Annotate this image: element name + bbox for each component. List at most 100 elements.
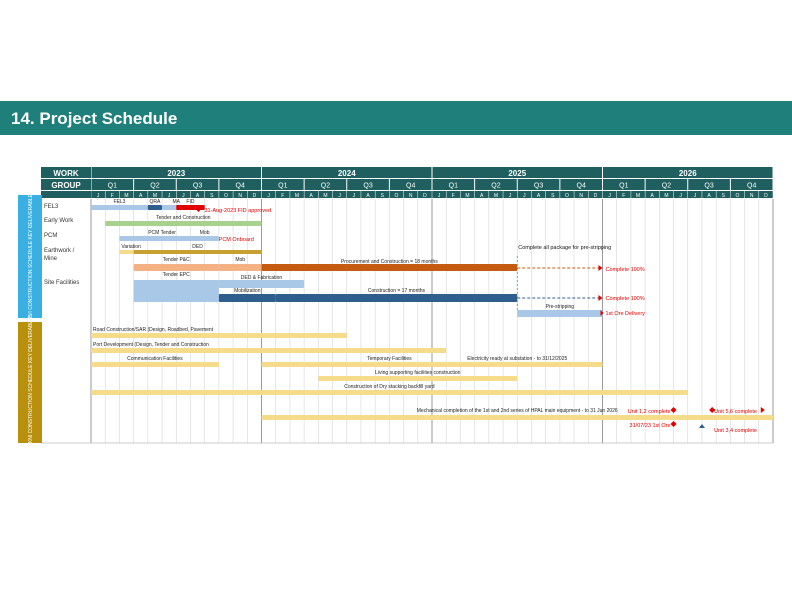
month-header-cell [219, 191, 233, 198]
quarter-header-label: Q1 [619, 183, 628, 190]
gantt-bar-label: DED [192, 244, 203, 250]
month-header-label: F [452, 193, 455, 199]
milestone-diamond-icon [670, 407, 677, 413]
quarter-header-label: Q4 [577, 183, 586, 190]
quarter-header-label: Q3 [193, 183, 202, 190]
month-header-label: M [323, 193, 327, 199]
month-header-label: S [722, 193, 726, 199]
row-label: Early Work [44, 218, 74, 224]
month-header-label: N [238, 193, 242, 199]
month-header-cell [716, 191, 731, 198]
gantt-bar-label: Temporary Facilities [367, 356, 412, 362]
work-header-cell [41, 167, 91, 178]
quarter-header-label: Q4 [747, 183, 756, 190]
month-header-cell [503, 191, 517, 198]
month-header-cell [204, 191, 219, 198]
month-header-label: M [494, 193, 498, 199]
quarter-header-cell [176, 179, 219, 190]
month-header-label: N [750, 193, 754, 199]
month-header-label: J [338, 193, 341, 199]
row-label: Site Facilities [44, 280, 79, 286]
quarter-header-cell [91, 179, 134, 190]
gantt-bar [218, 264, 262, 271]
gantt-bar [275, 294, 518, 302]
gantt-bar [91, 205, 148, 210]
month-header-cell [460, 191, 475, 198]
quarter-header-cell [688, 179, 730, 190]
month-header-cell [261, 191, 276, 198]
section-label-box [18, 195, 42, 318]
month-header-label: D [764, 193, 768, 199]
month-header-label: A [707, 193, 711, 199]
month-header-label: A [366, 193, 370, 199]
gantt-bar-label: Mob [200, 230, 210, 236]
milestone-annotation: 1st Ore Delivery [606, 311, 646, 317]
gantt-bar-label: Variation [121, 244, 141, 250]
milestone-diamond-icon [670, 421, 677, 427]
gantt-bar [91, 348, 447, 353]
gantt-bar [517, 310, 603, 317]
gantt-bar-label: PCM Tender [148, 230, 176, 236]
month-header-cell [133, 191, 148, 198]
month-header-cell [332, 191, 347, 198]
month-header-label: S [381, 193, 385, 199]
month-header-cell [759, 191, 773, 198]
month-header-label: M [124, 193, 128, 199]
month-header-label: O [224, 193, 228, 199]
month-header-label: D [423, 193, 427, 199]
month-header-cell [233, 191, 248, 198]
group-header-cell [41, 179, 91, 190]
quarter-header-label: Q1 [278, 183, 287, 190]
year-header-cell [91, 167, 261, 178]
gantt-bar [133, 250, 262, 254]
month-header-cell [517, 191, 532, 198]
gantt-bar [91, 390, 688, 395]
quarter-header-cell [730, 179, 773, 190]
month-header-label: S [210, 193, 214, 199]
group-header-label: GROUP [51, 181, 81, 190]
month-header-label: J [353, 193, 356, 199]
month-header-cell [304, 191, 319, 198]
milestone-annotation: 31/07/23 1st Ore [630, 423, 671, 429]
gantt-bar-label: Procurement and Construction = 18 months [341, 259, 438, 265]
month-header-label: A [480, 193, 484, 199]
quarter-header-label: Q1 [449, 183, 458, 190]
month-header-cell [659, 191, 674, 198]
section-label-box [18, 322, 42, 443]
milestone-diamond-icon [709, 407, 716, 413]
quarter-header-label: Q4 [236, 183, 245, 190]
quarter-header-label: Q3 [363, 183, 372, 190]
gantt-bar [432, 362, 603, 367]
month-header-label: A [139, 193, 143, 199]
gantt-bar [261, 264, 518, 271]
arrow-head-icon [600, 310, 604, 316]
month-header-label: A [651, 193, 655, 199]
month-header-cell [616, 191, 631, 198]
gantt-bar-label: FID [186, 199, 194, 205]
month-header-cell [418, 191, 432, 198]
month-header-cell [730, 191, 745, 198]
month-header-label: J [267, 193, 270, 199]
month-header-cell [105, 191, 120, 198]
section-label: PT KNI CONSTRUCTION SCHEDULE KEY DELIVER… [28, 314, 34, 451]
arrow-head-icon [698, 424, 705, 428]
month-header-label: M [636, 193, 640, 199]
month-header-label: J [608, 193, 611, 199]
section-label: PTVI CONSTRUCTION SCHEDULE KEY DELIVERAB… [28, 190, 34, 322]
month-header-label: A [310, 193, 314, 199]
quarter-header-label: Q3 [704, 183, 713, 190]
month-header-spacer [41, 191, 91, 198]
month-header-cell [375, 191, 390, 198]
gantt-bar [318, 376, 518, 381]
milestone-annotation: PCM Onboard [219, 237, 254, 243]
month-header-cell [602, 191, 617, 198]
month-header-label: O [736, 193, 740, 199]
month-header-cell [403, 191, 418, 198]
milestone-annotation: 31-Aug-2023 FID approved [204, 208, 271, 214]
gantt-bar-label: Pre-stripping [546, 304, 575, 310]
year-header-label: 2023 [167, 169, 185, 178]
gantt-bar [261, 415, 773, 420]
milestone-annotation: Unit 3,4 complete [714, 428, 757, 434]
quarter-header-label: Q2 [150, 183, 159, 190]
month-header-label: J [97, 193, 100, 199]
